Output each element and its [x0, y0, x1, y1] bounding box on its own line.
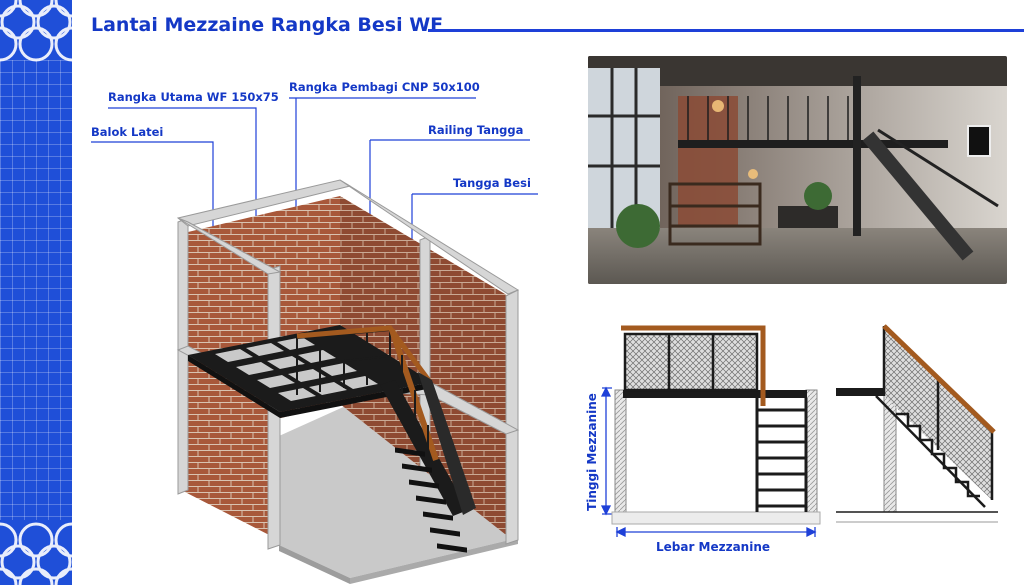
side-section-drawing — [836, 324, 998, 523]
elevation-wall-left — [614, 389, 627, 513]
steel-stair-icon — [380, 329, 476, 553]
height-dimension — [600, 386, 612, 516]
label-tangga-besi: Tangga Besi — [453, 176, 531, 190]
height-dimension-label: Tinggi Mezzanine — [585, 393, 599, 511]
elevation-handrail — [621, 325, 766, 406]
page-title: Lantai Mezzaine Rangka Besi WF — [91, 14, 444, 36]
side-decoration-strip — [0, 0, 72, 585]
brick-wall-front — [181, 362, 279, 540]
grid-pattern — [0, 60, 72, 520]
loft-interior-photo — [588, 56, 1007, 284]
elevation-stair — [755, 398, 808, 512]
steel-floor-grid — [188, 325, 432, 418]
label-balok-latei: Balok Latei — [91, 125, 164, 139]
elevation-wall-right — [805, 389, 818, 513]
wood-handrail-icon — [296, 325, 433, 384]
elevation-floor — [611, 511, 821, 525]
width-dimension — [615, 526, 817, 538]
title-rule — [428, 29, 1024, 32]
diamond-pattern-icon — [0, 0, 72, 585]
label-railing-tangga: Railing Tangga — [428, 123, 524, 137]
label-rangka-utama: Rangka Utama WF 150x75 — [108, 90, 279, 104]
width-dimension-label: Lebar Mezzanine — [656, 540, 770, 554]
elevation-beam — [623, 390, 807, 398]
elevation-railing-mesh — [625, 334, 757, 390]
label-rangka-pembagi: Rangka Pembagi CNP 50x100 — [289, 80, 480, 94]
